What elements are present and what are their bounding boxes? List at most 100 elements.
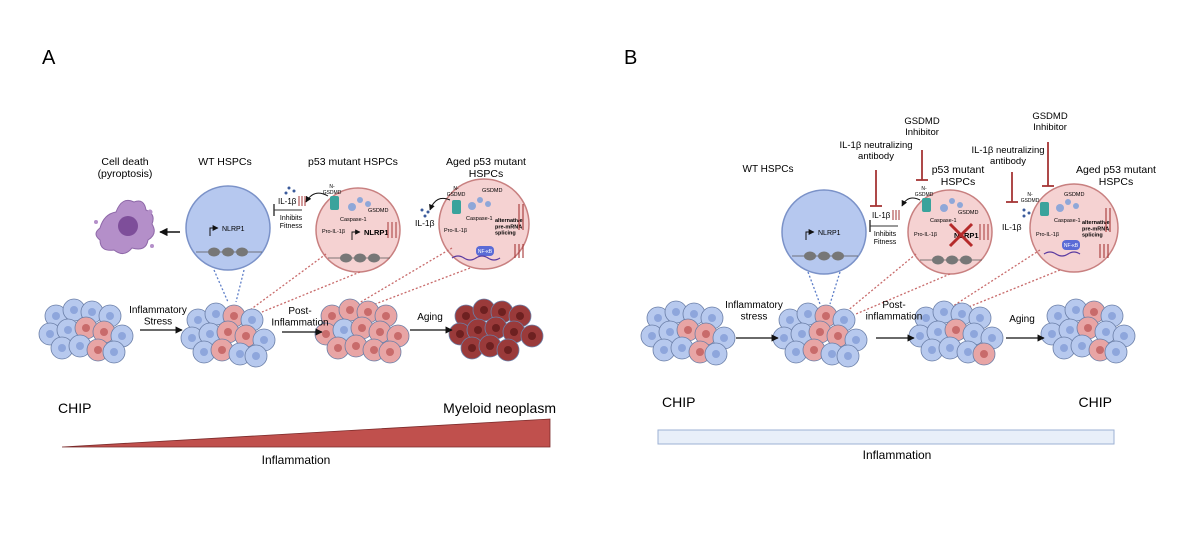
cell-nucleus (1060, 344, 1068, 352)
cell-nucleus (720, 334, 728, 342)
cell-nucleus (334, 344, 342, 352)
cell-nucleus (52, 312, 60, 320)
cell-nucleus (828, 350, 836, 358)
chip-label-a: CHIP (58, 400, 91, 416)
cell-nucleus (394, 332, 402, 340)
aging-label-b: Aging (1009, 314, 1035, 325)
nf-kb-icon (476, 246, 494, 256)
cell-nucleus (188, 334, 196, 342)
cell-cluster-stress-b (772, 302, 868, 368)
cell-cluster-aged-b (1040, 298, 1136, 364)
panel-b-label: B (624, 47, 637, 69)
cell-nucleus (230, 312, 238, 320)
cell-nucleus (1120, 332, 1128, 340)
cell-nucleus (364, 308, 372, 316)
cell-nucleus (218, 346, 226, 354)
inhibition-bar-icon (870, 142, 1054, 207)
cell-nucleus (1090, 308, 1098, 316)
cell-nucleus (1112, 348, 1120, 356)
gsdmd-label-a: GSDMD (368, 208, 389, 214)
caspase1-label-b3: Caspase-1 (1054, 218, 1081, 224)
cell-nucleus (696, 348, 704, 356)
chip-left-label-b: CHIP (662, 394, 695, 410)
cell-nucleus (376, 328, 384, 336)
cell-nucleus (1102, 328, 1110, 336)
post-inflammation-label-a: Post-Inflammation (271, 306, 328, 329)
cell-nucleus (690, 310, 698, 318)
cell-nucleus (1108, 312, 1116, 320)
pro-il1b-label-a: Pro-IL-1β (322, 229, 345, 235)
cell-nucleus (678, 344, 686, 352)
cell-nucleus (922, 314, 930, 322)
cell-nucleus (970, 330, 978, 338)
cell-nucleus (708, 314, 716, 322)
cell-nucleus (498, 308, 506, 316)
inflammation-bar-b (657, 429, 1115, 445)
cell-nucleus (980, 350, 988, 358)
cell-nucleus (852, 336, 860, 344)
p53-mutant-callout: N-GSDMD GSDMD Caspase-1 Pro-IL-1β NLRP1 (315, 184, 401, 273)
cell-nucleus (480, 306, 488, 314)
cell-nucleus (468, 344, 476, 352)
cell-nucleus (212, 310, 220, 318)
cell-nucleus (946, 344, 954, 352)
cell-cluster-chip-a (38, 298, 134, 364)
cell-nucleus (928, 346, 936, 354)
cell-nucleus (370, 346, 378, 354)
cell-nucleus (248, 316, 256, 324)
cell-nucleus (206, 330, 214, 338)
cell-nucleus (386, 348, 394, 356)
aging-label-a: Aging (417, 312, 443, 323)
cell-nucleus (1084, 324, 1092, 332)
caspase-icon (348, 197, 371, 211)
cell-nucleus (684, 326, 692, 334)
n-gsdmd-label-a3: N-GSDMD (447, 186, 466, 198)
pro-il1b-label-a3: Pro-IL-1β (444, 228, 467, 234)
cell-nucleus (822, 312, 830, 320)
pro-il1b-label-b3: Pro-IL-1β (1036, 232, 1059, 238)
cell-nucleus (474, 326, 482, 334)
il1b-label-a: IL-1β (278, 197, 297, 206)
callout-connectors-b (807, 249, 1061, 315)
cell-nucleus (322, 330, 330, 338)
cell-nucleus (1078, 342, 1086, 350)
wt-hspcs-label: WT HSPCs (198, 156, 251, 168)
cell-nucleus (792, 348, 800, 356)
cell-nucleus (340, 326, 348, 334)
cell-nucleus (840, 316, 848, 324)
nlrp1-label-b2: NLRP1 (954, 231, 979, 240)
cell-nucleus (382, 312, 390, 320)
cell-nucleus (964, 348, 972, 356)
cell-cluster-aged-a (448, 298, 544, 362)
cell-nucleus (1066, 326, 1074, 334)
cell-nucleus (1048, 330, 1056, 338)
aged-p53-callout: N-GSDMD GSDMD Caspase-1 Pro-IL-1β altern… (438, 178, 530, 270)
cell-nucleus (702, 330, 710, 338)
cell-nucleus (798, 330, 806, 338)
cell-nucleus (816, 328, 824, 336)
nfkb-label-b: NF-κB (1064, 243, 1079, 249)
caspase1-label-b: Caspase-1 (930, 218, 957, 224)
cell-nucleus (666, 328, 674, 336)
n-gsdmd-label-b: N-GSDMD (915, 186, 934, 198)
cell-nucleus (976, 314, 984, 322)
cell-nucleus (486, 342, 494, 350)
cell-nucleus (1072, 306, 1080, 314)
cell-nucleus (106, 312, 114, 320)
il1b-label-b4: IL-1β (1002, 222, 1022, 232)
cell-nucleus (456, 330, 464, 338)
cell-nucleus (952, 326, 960, 334)
cell-nucleus (346, 306, 354, 314)
cell-nucleus (224, 328, 232, 336)
n-gsdmd-label-b3: N-GSDMD (1021, 192, 1040, 204)
cell-nucleus (934, 328, 942, 336)
caspase1-label-a3: Caspase-1 (466, 216, 493, 222)
